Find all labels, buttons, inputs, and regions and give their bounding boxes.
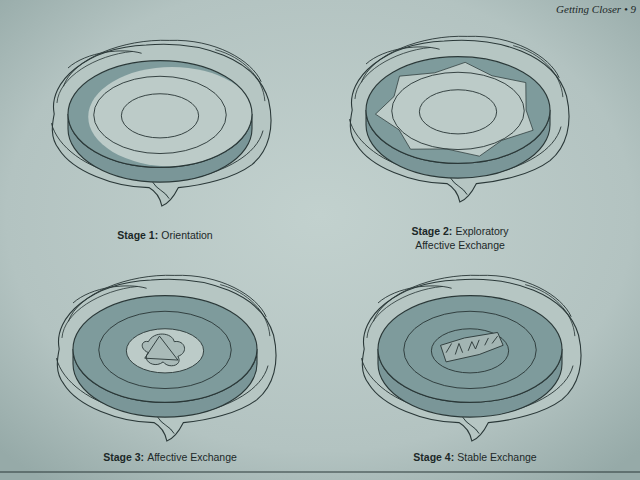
onion-disc [361, 275, 581, 441]
stage-caption: Stage 3:Affective Exchange [70, 450, 270, 464]
core-shape [142, 334, 184, 366]
disc-base [51, 40, 271, 206]
stage-number: Stage 3: [103, 451, 144, 463]
core-shape [145, 336, 178, 360]
running-header: Getting Closer • 9 [556, 3, 636, 15]
stage-caption: Stage 2:Exploratory Affective Exchange [395, 224, 525, 252]
onion-disc [349, 36, 569, 202]
onion-disc [56, 275, 276, 441]
disc-base [56, 275, 276, 441]
stage-number: Stage 2: [411, 225, 452, 237]
stage-figure: Stage 1:Orientation [40, 36, 290, 242]
disc-rings [355, 46, 563, 164]
core-scribble [441, 332, 504, 361]
stage-figure: Stage 3:Affective Exchange [45, 270, 295, 464]
stage-caption: Stage 1:Orientation [65, 228, 265, 242]
disc-rings [57, 50, 265, 168]
disc-rings [367, 285, 575, 403]
stage-name: Orientation [161, 229, 212, 241]
page-rule [0, 471, 640, 472]
stage-number: Stage 1: [117, 229, 158, 241]
disc-base [349, 36, 569, 202]
stage-caption: Stage 4:Stable Exchange [375, 450, 575, 464]
stage-figure: Stage 2:Exploratory Affective Exchange [335, 32, 585, 252]
disc-base [361, 275, 581, 441]
onion-disc [51, 40, 271, 206]
stage-name: Stable Exchange [457, 451, 536, 463]
disc-rings [62, 285, 270, 403]
stage-figure: Stage 4:Stable Exchange [350, 270, 600, 464]
core-scribble [446, 336, 498, 354]
stage-number: Stage 4: [413, 451, 454, 463]
stage-name: Affective Exchange [147, 451, 237, 463]
